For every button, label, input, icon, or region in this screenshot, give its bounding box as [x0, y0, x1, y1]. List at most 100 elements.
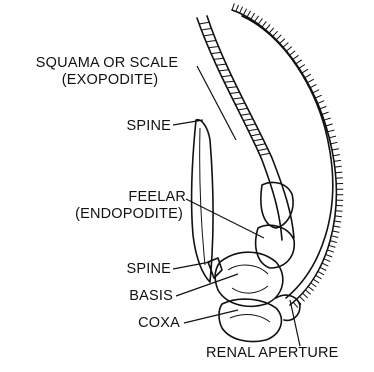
- seta-stroke: [262, 21, 266, 27]
- seta-stroke: [280, 39, 285, 44]
- coxa-segment: [219, 299, 281, 341]
- shaft-outer: [197, 18, 282, 240]
- seta-stroke: [329, 245, 336, 247]
- shaft-ring: [241, 114, 251, 116]
- seta-stroke: [232, 3, 234, 10]
- seta-stroke: [336, 211, 343, 212]
- squama-scale-shape: [192, 120, 213, 282]
- shaft-ring: [219, 70, 229, 71]
- seta-stroke: [316, 275, 322, 279]
- seta-stroke: [333, 155, 340, 156]
- squama-midline: [200, 128, 205, 265]
- seta-stroke: [247, 11, 251, 17]
- seta-stroke: [305, 74, 311, 78]
- antenna-illustration: [192, 3, 344, 341]
- basis-texture: [228, 265, 268, 293]
- label-spine-lower: SPINE: [126, 261, 171, 277]
- shaft-ring: [216, 64, 226, 65]
- shaft-ring: [238, 108, 248, 110]
- leader-spine-lower: [173, 262, 210, 269]
- seta-stroke: [293, 55, 299, 59]
- shaft-ring: [211, 52, 221, 53]
- seta-stroke: [310, 84, 316, 87]
- coxa-texture: [230, 315, 270, 322]
- leader-coxa: [184, 310, 238, 323]
- seta-stroke: [313, 279, 319, 283]
- seta-stroke: [286, 47, 291, 52]
- leader-renal-aperture: [290, 300, 300, 346]
- seta-stroke: [311, 283, 317, 287]
- label-feelar-line2: (ENDOPODITE): [75, 206, 183, 222]
- seta-stroke: [327, 250, 334, 252]
- seta-stroke: [324, 259, 330, 262]
- seta-stroke: [322, 263, 328, 266]
- seta-stroke: [251, 13, 255, 19]
- seta-stroke: [326, 254, 333, 257]
- basis-segment: [215, 252, 283, 306]
- seta-stroke: [283, 43, 288, 48]
- shaft-ring: [214, 58, 224, 59]
- shaft-ring: [224, 81, 234, 82]
- seta-stroke: [302, 69, 308, 73]
- flagellum-outer-edge: [232, 10, 336, 305]
- seta-stroke: [333, 226, 340, 227]
- seta-stroke: [336, 205, 343, 206]
- seta-stroke: [315, 95, 321, 98]
- label-basis: BASIS: [129, 288, 173, 304]
- label-squama-line1: SQUAMA OR SCALE: [36, 55, 179, 71]
- shaft-ring: [206, 41, 216, 42]
- seta-stroke: [320, 267, 326, 270]
- shaft-ring: [256, 144, 266, 146]
- seta-stroke: [328, 130, 335, 132]
- shaft-ring: [251, 134, 261, 136]
- seta-stroke: [240, 7, 243, 13]
- shaft-ring: [227, 87, 237, 88]
- flagellum-inner-edge: [242, 16, 333, 298]
- shaft-ring: [249, 129, 259, 131]
- leader-spine-upper: [173, 120, 203, 125]
- seta-stroke: [258, 19, 262, 25]
- shaft-inner: [207, 16, 294, 238]
- seta-stroke: [255, 16, 259, 22]
- shaft-ring: [222, 76, 232, 77]
- shaft-ring: [209, 47, 219, 48]
- seta-stroke: [335, 216, 342, 217]
- renal-base-piece: [276, 295, 300, 320]
- seta-stroke: [334, 221, 341, 222]
- seta-stroke: [296, 60, 302, 64]
- seta-stroke: [305, 290, 310, 295]
- shaft-ring: [246, 124, 256, 126]
- shaft-ring: [258, 149, 268, 151]
- shaft-ring: [235, 103, 245, 104]
- seta-stroke: [331, 236, 338, 238]
- shaft-ring: [233, 98, 243, 99]
- seta-stroke: [330, 241, 337, 243]
- seta-stroke: [236, 5, 239, 11]
- seta-stroke: [276, 35, 281, 40]
- seta-stroke: [243, 9, 246, 15]
- seta-stroke: [334, 160, 341, 161]
- shaft-ring: [204, 34, 214, 36]
- seta-stroke: [335, 172, 342, 173]
- shaft-ring: [201, 28, 211, 30]
- seta-stroke: [320, 106, 327, 109]
- seta-stroke: [335, 166, 342, 167]
- seta-stroke: [308, 79, 314, 82]
- seta-stroke: [329, 136, 336, 138]
- shaft-ring: [199, 22, 209, 24]
- seta-stroke: [318, 101, 324, 104]
- seta-stroke: [322, 112, 329, 114]
- label-feelar-line1: FEELAR: [128, 189, 186, 205]
- seta-stroke: [269, 28, 274, 33]
- seta-stroke: [333, 231, 340, 232]
- seta-stroke: [299, 65, 305, 69]
- leader-feelar: [186, 199, 264, 238]
- seta-stroke: [318, 271, 324, 274]
- seta-stroke: [303, 293, 308, 298]
- seta-stroke: [326, 124, 333, 126]
- leader-squama: [197, 66, 236, 140]
- seta-stroke: [290, 51, 296, 55]
- seta-stroke: [336, 178, 343, 179]
